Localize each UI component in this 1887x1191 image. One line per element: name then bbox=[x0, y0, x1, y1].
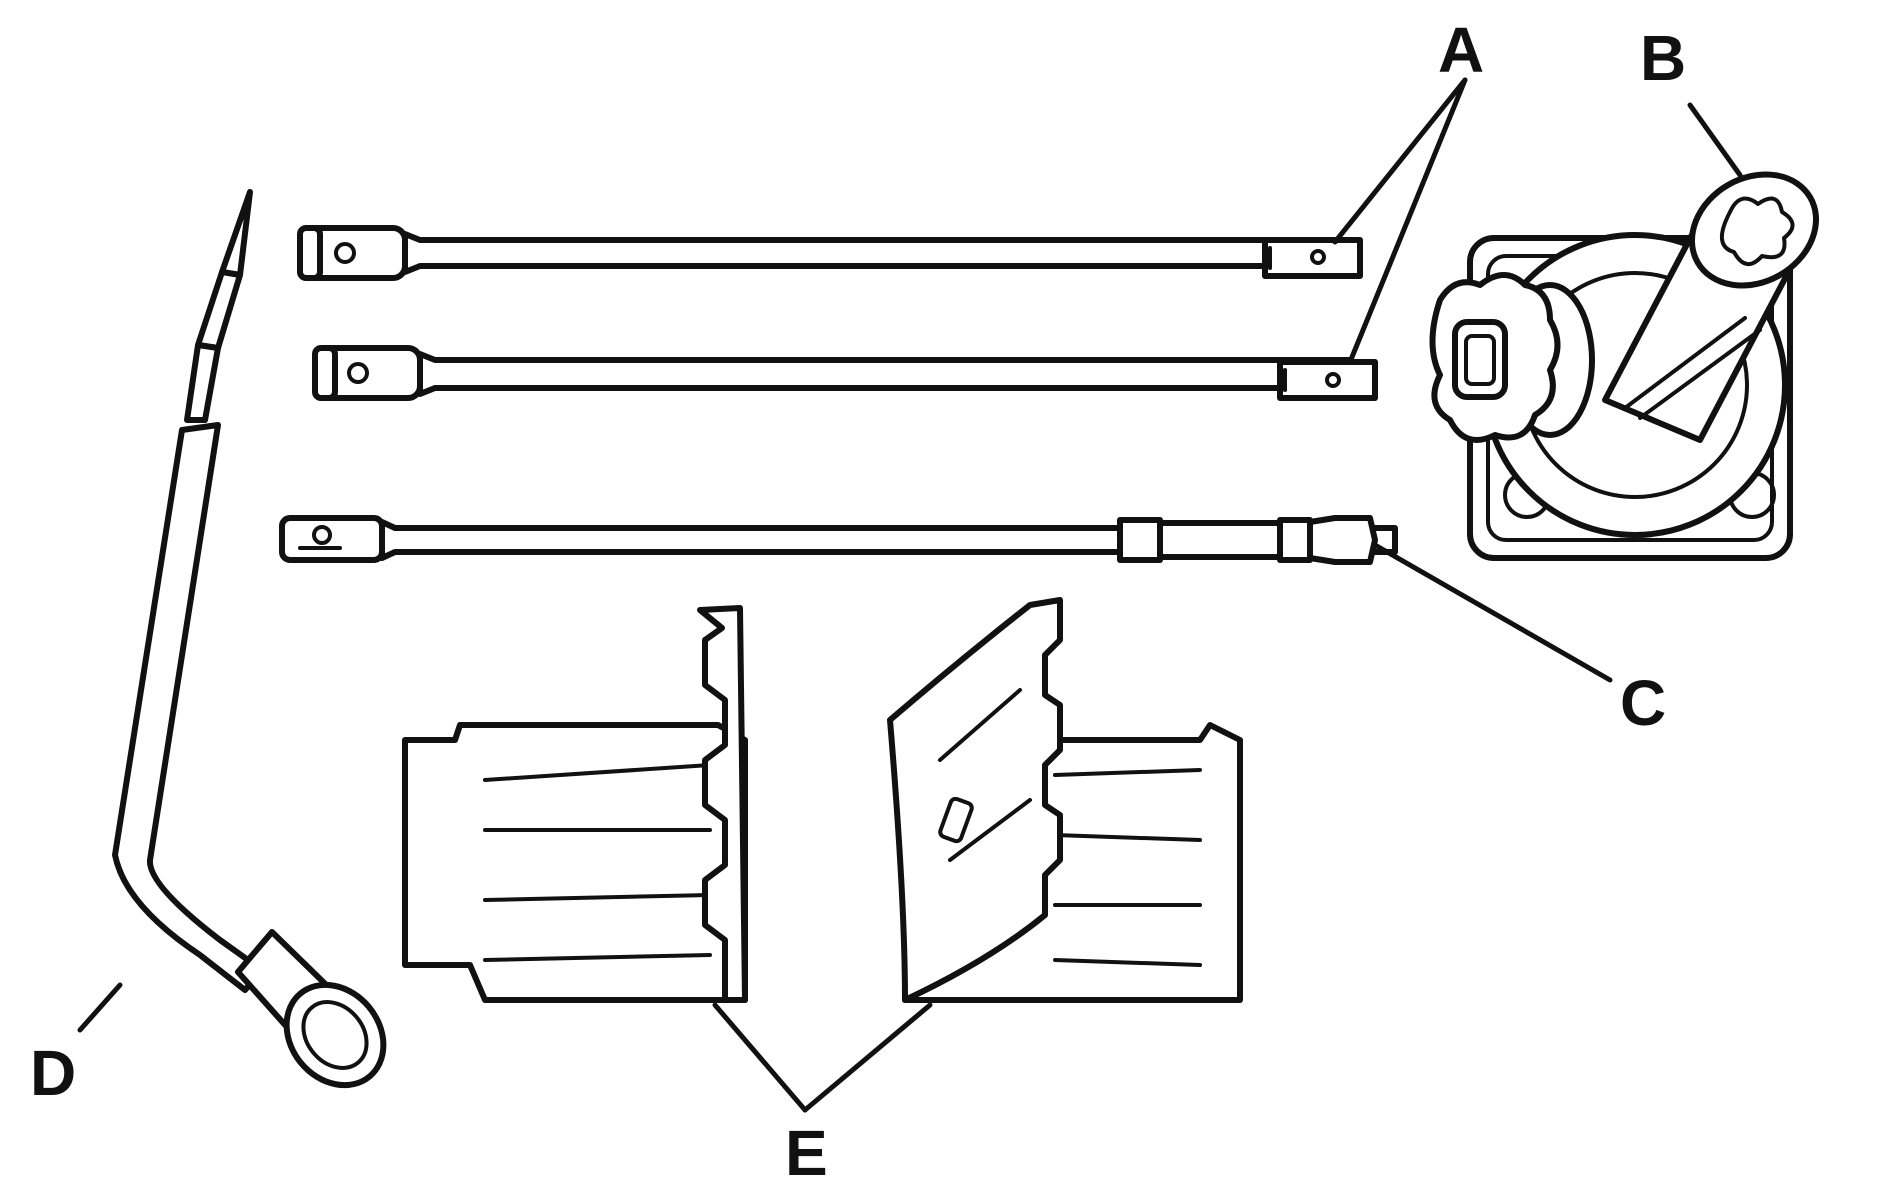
jack-handle bbox=[279, 515, 1398, 565]
leader-lines bbox=[77, 77, 1743, 1113]
callout-c: C bbox=[1620, 667, 1666, 739]
extension-rod-upper bbox=[297, 225, 1363, 281]
screw-jack bbox=[1429, 171, 1820, 561]
callout-d: D bbox=[30, 1037, 76, 1109]
extension-rod-lower bbox=[312, 345, 1378, 401]
wheel-block-left bbox=[402, 605, 748, 1003]
wheel-wrench bbox=[112, 189, 387, 1089]
callout-b: B bbox=[1640, 22, 1686, 94]
callout-a: A bbox=[1438, 14, 1484, 86]
wheel-block-right bbox=[887, 597, 1243, 1003]
callout-e: E bbox=[785, 1117, 828, 1189]
